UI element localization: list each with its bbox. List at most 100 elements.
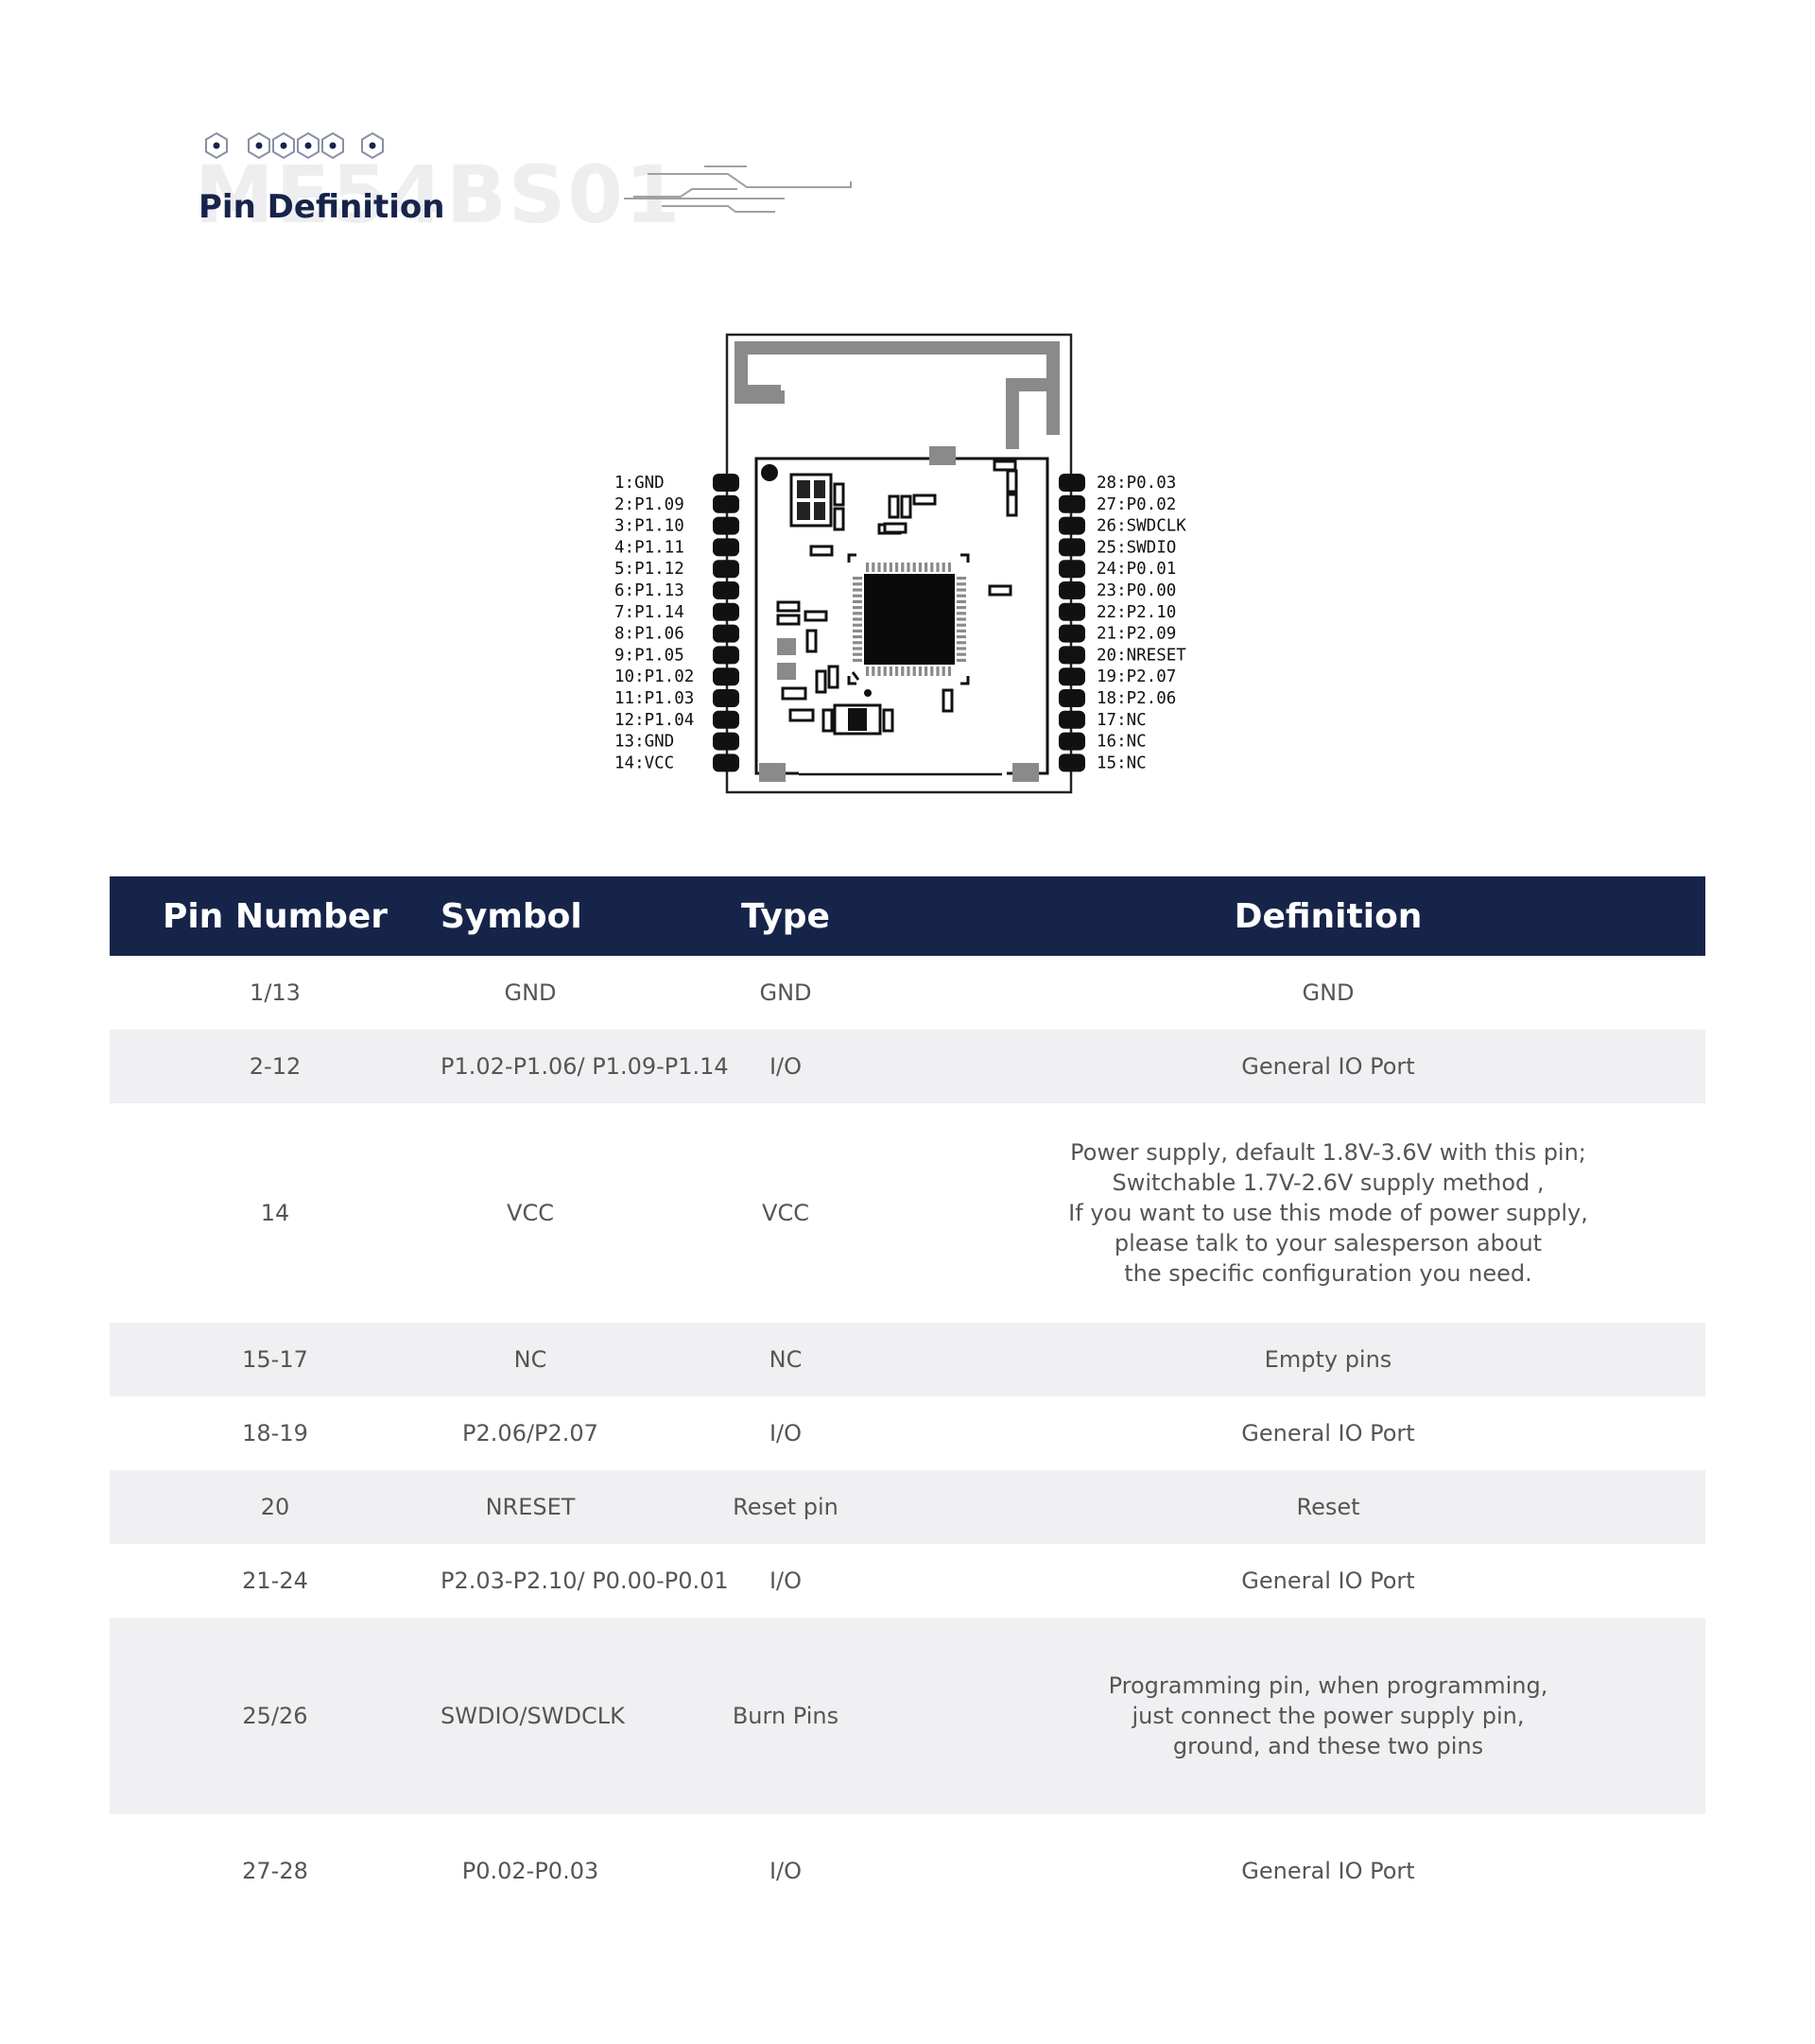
pin-number-cell: 1/13 <box>250 979 301 1006</box>
shield-pad-top <box>929 446 956 465</box>
mcu-lead <box>889 563 892 572</box>
pin-label: 26:SWDCLK <box>1097 517 1186 536</box>
definition-cell: General IO Port <box>1241 1858 1415 1884</box>
mcu-lead <box>957 612 966 615</box>
pin-pad <box>1059 667 1085 686</box>
type-cell: Burn Pins <box>620 1618 951 1814</box>
pin-pad <box>713 474 739 492</box>
mcu-lead <box>925 667 928 676</box>
mcu-lead <box>877 563 881 572</box>
pin-pad <box>713 516 739 535</box>
mcu-lead <box>957 635 966 639</box>
pin-pad <box>1059 602 1085 621</box>
pin-label: 1:GND <box>614 474 665 493</box>
pin-pad <box>713 560 739 579</box>
mcu-lead <box>853 594 862 598</box>
mcu-lead <box>907 667 910 676</box>
pin-number-cell: 25/26 <box>110 1618 441 1814</box>
mcu-lead <box>853 629 862 632</box>
table-row: 18-19 P2.06/P2.07 I/O General IO Port <box>110 1396 1705 1470</box>
pin-number-cell: 2-12 <box>110 1030 441 1103</box>
grey-components <box>777 638 796 680</box>
mcu-lead <box>918 563 922 572</box>
pin-pad <box>713 732 739 751</box>
header-pin-number: Pin Number <box>110 876 441 956</box>
module-pinout-diagram: 1:GND 2:P1.09 3:P1.10 4:P1.11 5:P1.12 6:… <box>614 333 1186 794</box>
pin-label: 15:NC <box>1097 754 1147 772</box>
pin-label: 19:P2.07 <box>1097 667 1176 686</box>
mcu-lead <box>853 612 862 615</box>
mcu-lead <box>942 667 945 676</box>
pin-pad <box>1059 581 1085 599</box>
pin-label: 27:P0.02 <box>1097 495 1176 514</box>
pin-pad <box>713 494 739 513</box>
pin-label: 5:P1.12 <box>614 560 684 579</box>
mcu-lead <box>853 623 862 627</box>
pin-label: 9:P1.05 <box>614 646 684 665</box>
symbol-cell: P2.03-P2.10/ P0.00-P0.01 <box>441 1568 729 1594</box>
pin-number-cell: 21-24 <box>242 1568 308 1594</box>
definition-cell: General IO Port <box>1241 1568 1415 1594</box>
mcu-lead <box>957 606 966 610</box>
mcu-lead <box>853 647 862 650</box>
pin-label: 11:P1.03 <box>614 689 694 708</box>
pin-number-cell: 15-17 <box>110 1323 441 1396</box>
pin-label: 24:P0.01 <box>1097 560 1176 579</box>
definition-cell: Power supply, default 1.8V-3.6V with thi… <box>1068 1139 1588 1287</box>
pcb-cutout <box>799 766 1007 787</box>
pin-number-cell: 14 <box>260 1200 290 1226</box>
table-row: 27-28 P0.02-P0.03 I/O General IO Port <box>110 1814 1705 1928</box>
pin-label: 20:NRESET <box>1097 646 1186 665</box>
mcu-pins-right <box>957 577 966 662</box>
pin-pad <box>713 646 739 665</box>
pin-pad <box>1059 624 1085 643</box>
pin-pad <box>713 754 739 772</box>
mcu-lead <box>853 588 862 592</box>
mcu-lead <box>901 667 905 676</box>
mcu-lead <box>957 582 966 586</box>
mcu-lead <box>930 563 934 572</box>
mcu-lead <box>918 667 922 676</box>
mcu-lead <box>947 667 951 676</box>
mcu-lead <box>853 582 862 586</box>
right-pin-pads <box>1059 474 1085 772</box>
definition-cell: Programming pin, when programming, just … <box>951 1618 1705 1814</box>
type-cell: I/O <box>769 1568 803 1594</box>
symbol-cell: VCC <box>507 1200 554 1226</box>
pin-label: 3:P1.10 <box>614 517 684 536</box>
pin-pad <box>1059 538 1085 557</box>
pin-label: 8:P1.06 <box>614 625 684 644</box>
mcu-lead <box>853 617 862 621</box>
mcu-lead <box>853 652 862 656</box>
type-cell: I/O <box>769 1858 803 1884</box>
type-cell: I/O <box>620 1030 951 1103</box>
pin-label: 22:P2.10 <box>1097 603 1176 622</box>
pin-pad <box>1059 646 1085 665</box>
pin-label: 18:P2.06 <box>1097 689 1176 708</box>
page-title: Pin Definition <box>199 188 445 226</box>
mcu-lead <box>947 563 951 572</box>
mcu-lead <box>853 641 862 645</box>
mcu-lead <box>872 667 875 676</box>
mcu-lead <box>866 563 870 572</box>
pin-label: 4:P1.11 <box>614 538 684 557</box>
pin-pad <box>713 538 739 557</box>
mcu-orientation-line <box>851 671 860 681</box>
pin-label: 12:P1.04 <box>614 711 694 730</box>
table-row: 2-12 P1.02-P1.06/ P1.09-P1.14 I/O Genera… <box>110 1030 1705 1103</box>
mcu-lead <box>912 563 916 572</box>
crystal-component <box>789 473 833 528</box>
definition-cell: General IO Port <box>951 1030 1705 1103</box>
mcu-lead <box>957 629 966 632</box>
mcu-lead <box>883 563 887 572</box>
pin-pad <box>713 581 739 599</box>
mcu-pins-left <box>853 577 862 662</box>
mcu-lead <box>957 623 966 627</box>
antenna-pad-left <box>745 385 781 400</box>
pin-pad <box>1059 710 1085 729</box>
mcu-lead <box>895 667 899 676</box>
circuit-lines-decoration <box>624 165 852 213</box>
mcu-lead <box>957 617 966 621</box>
page-header: ME54BS01 Pin Definition <box>0 0 1815 284</box>
table-row: 20 NRESET Reset pin Reset <box>110 1470 1705 1544</box>
